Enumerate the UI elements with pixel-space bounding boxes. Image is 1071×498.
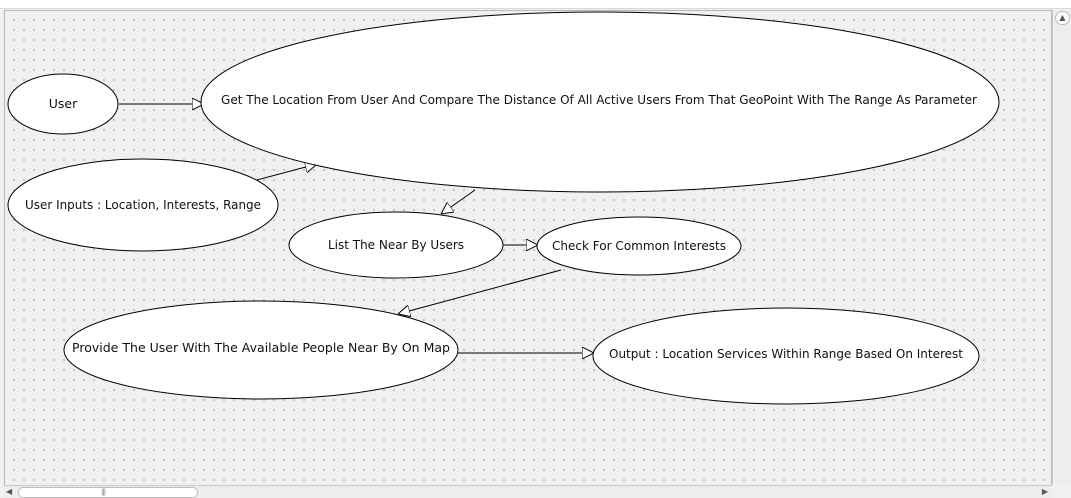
node-provide-label: Provide The User With The Available Peop… bbox=[72, 340, 450, 355]
node-output[interactable]: Output : Location Services Within Range … bbox=[592, 307, 980, 405]
node-compare-label: Get The Location From User And Compare T… bbox=[221, 92, 978, 107]
flow-diagram: User Get The Location From User And Comp… bbox=[7, 11, 1000, 405]
triangle-left-icon[interactable]: ◀ bbox=[6, 487, 13, 496]
node-user-label: User bbox=[49, 96, 78, 111]
triangle-right-icon[interactable]: ▶ bbox=[1041, 487, 1048, 496]
vertical-scrollbar[interactable]: ▲ bbox=[1052, 10, 1071, 484]
node-common[interactable]: Check For Common Interests bbox=[536, 216, 742, 276]
window-top-strip bbox=[0, 0, 1071, 9]
node-user[interactable]: User bbox=[7, 73, 119, 135]
edge-inputs-to-compare bbox=[252, 164, 317, 182]
diagram-canvas[interactable]: User Get The Location From User And Comp… bbox=[4, 10, 1052, 486]
triangle-up-icon[interactable]: ▲ bbox=[1055, 11, 1070, 25]
node-compare[interactable]: Get The Location From User And Compare T… bbox=[200, 11, 1000, 193]
edge-compare-to-nearby bbox=[441, 189, 476, 214]
node-nearby-label: List The Near By Users bbox=[328, 237, 464, 252]
node-provide[interactable]: Provide The User With The Available Peop… bbox=[63, 300, 459, 400]
node-nearby[interactable]: List The Near By Users bbox=[288, 211, 504, 279]
horizontal-scrollbar-thumb[interactable]: ||| bbox=[18, 487, 198, 498]
node-common-label: Check For Common Interests bbox=[552, 238, 726, 253]
node-output-label: Output : Location Services Within Range … bbox=[609, 346, 963, 361]
node-inputs-label: User Inputs : Location, Interests, Range bbox=[25, 197, 261, 212]
node-inputs[interactable]: User Inputs : Location, Interests, Range bbox=[7, 158, 279, 252]
horizontal-scrollbar[interactable]: ◀ ||| ▶ bbox=[4, 485, 1052, 498]
grip-icon: ||| bbox=[101, 488, 106, 496]
edge-common-to-provide bbox=[398, 269, 562, 314]
